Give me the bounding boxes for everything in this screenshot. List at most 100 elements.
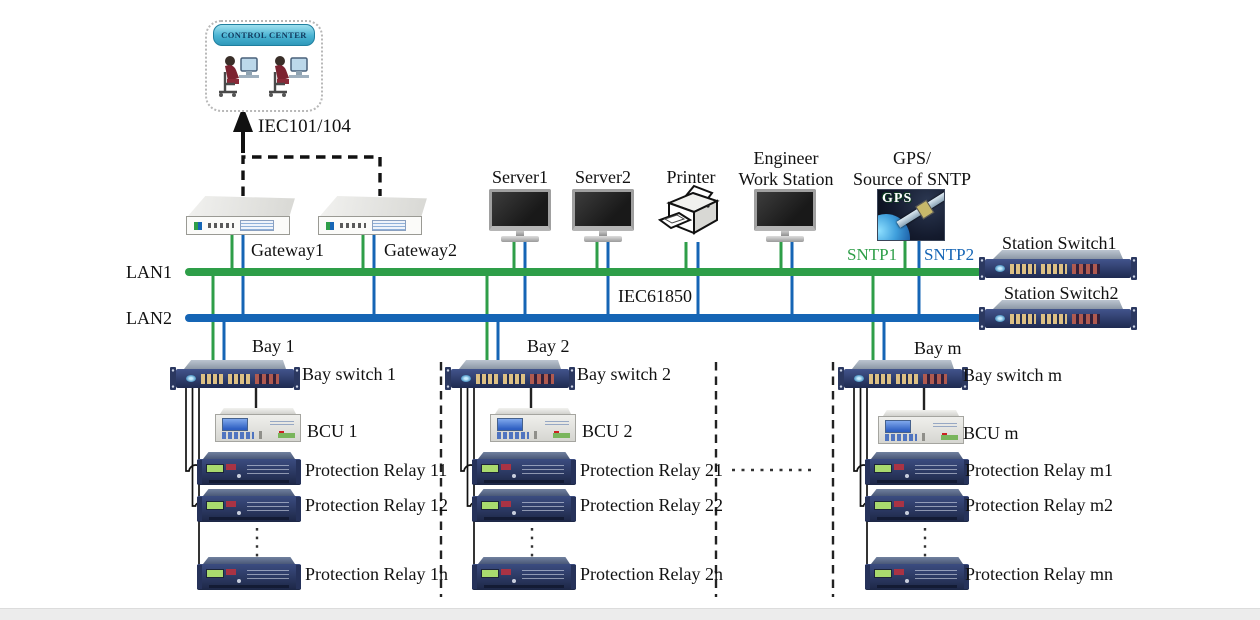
iec101-dashed-link [241, 155, 382, 196]
relay-front-panel [197, 496, 301, 522]
rack-top-face [495, 408, 571, 414]
relay-label: Protection Relay 12 [305, 495, 448, 515]
lan2-label: LAN2 [126, 308, 172, 328]
vent-strip [484, 480, 564, 483]
bay2-label: Bay 2 [527, 336, 570, 356]
rj45-port-group [896, 373, 918, 384]
bay-switch2-device [445, 360, 575, 390]
relay-device [865, 489, 969, 525]
relay-label: Protection Relay 1n [305, 564, 448, 584]
bcu-front-panel [490, 414, 576, 442]
red-label [226, 464, 236, 470]
bay-switchm-label: Bay switch m [963, 365, 1062, 385]
card-slot [259, 431, 262, 439]
rack-top-face [320, 196, 427, 216]
rack-top-face [220, 408, 296, 414]
monitor-base [501, 236, 539, 242]
vendor-logo [194, 221, 202, 230]
relay-label: Protection Relay m1 [965, 460, 1113, 480]
rj45-port-group [503, 373, 525, 384]
monitor-screen [489, 189, 551, 231]
lan1-bus [185, 268, 982, 276]
vendor-logo [186, 375, 196, 382]
sfp-port-group [530, 373, 554, 384]
red-label [894, 464, 904, 470]
lan2-bus [185, 314, 982, 322]
rack-top-face [478, 557, 570, 564]
relay-device [472, 557, 576, 593]
printer-device [658, 184, 726, 242]
button [237, 511, 241, 515]
rj45-port-group [1010, 313, 1036, 324]
label-plate [545, 419, 569, 425]
vent-strip [209, 585, 289, 588]
vendor-logo [326, 221, 334, 230]
lan1-label: LAN1 [126, 262, 172, 282]
panel-text [522, 463, 564, 474]
rack-top-face [852, 360, 954, 369]
keypad [497, 431, 529, 439]
rack-top-face [478, 489, 570, 496]
operator-icon [219, 56, 259, 97]
control-center-banner: CONTROL CENTER [213, 24, 315, 46]
button [905, 579, 909, 583]
vendor-logo [995, 265, 1005, 272]
card-slot [534, 431, 537, 439]
red-label [226, 569, 236, 575]
brand-sticker [278, 433, 295, 438]
bcum-label: BCU m [963, 423, 1019, 443]
gps-source-label: GPS/ Source of SNTP [853, 148, 971, 189]
operators-illustration [217, 50, 311, 100]
rack-front-panel [186, 216, 290, 235]
rack-top-face [203, 452, 295, 459]
engineer-workstation-monitor [754, 189, 816, 243]
bay-switch1-device [170, 360, 300, 390]
button [905, 511, 909, 515]
label-plate [240, 220, 274, 231]
bcu2-label: BCU 2 [582, 421, 633, 441]
lcd-screen [497, 418, 523, 431]
panel-text [915, 568, 957, 579]
lcd-screen [206, 569, 224, 578]
switch-front-panel [170, 367, 300, 390]
rack-top-face [871, 489, 963, 496]
rack-top-face [188, 196, 295, 216]
printer-label: Printer [666, 167, 716, 187]
relay-front-panel [197, 564, 301, 590]
bay1-label: Bay 1 [252, 336, 295, 356]
bay-switch2-label: Bay switch 2 [577, 364, 671, 384]
relay-device [865, 557, 969, 593]
monitor-screen [572, 189, 634, 231]
engineer-workstation-label: Engineer Work Station [738, 148, 834, 189]
relay-front-panel [472, 564, 576, 590]
port-strip [208, 223, 234, 228]
button [905, 474, 909, 478]
rack-top-face [184, 360, 286, 369]
vendor-logo [461, 375, 471, 382]
rack-top-face [993, 250, 1123, 259]
relay-label: Protection Relay 21 [580, 460, 723, 480]
keypad [222, 431, 254, 439]
vendor-logo [995, 315, 1005, 322]
iec101-arrowhead [233, 106, 253, 132]
rj45-port-group [228, 373, 250, 384]
control-center-group: CONTROL CENTER [205, 20, 323, 112]
rack-top-face [203, 557, 295, 564]
relay-device [197, 557, 301, 593]
vent-strip [209, 517, 289, 520]
rack-top-face [871, 452, 963, 459]
panel-text [247, 568, 289, 579]
rj45-port-group [1010, 263, 1036, 274]
vent-strip [877, 585, 957, 588]
bcum-device [878, 410, 964, 444]
station-switch1-label: Station Switch1 [1002, 233, 1117, 253]
relay-label: Protection Relay 22 [580, 495, 723, 515]
server2-monitor [572, 189, 634, 243]
red-label [894, 569, 904, 575]
bcu1-device [215, 408, 301, 442]
gateway1-device [186, 196, 296, 238]
red-label [501, 501, 511, 507]
vent-strip [877, 517, 957, 520]
monitor-stand [781, 231, 789, 236]
sfp-port-group [923, 373, 947, 384]
